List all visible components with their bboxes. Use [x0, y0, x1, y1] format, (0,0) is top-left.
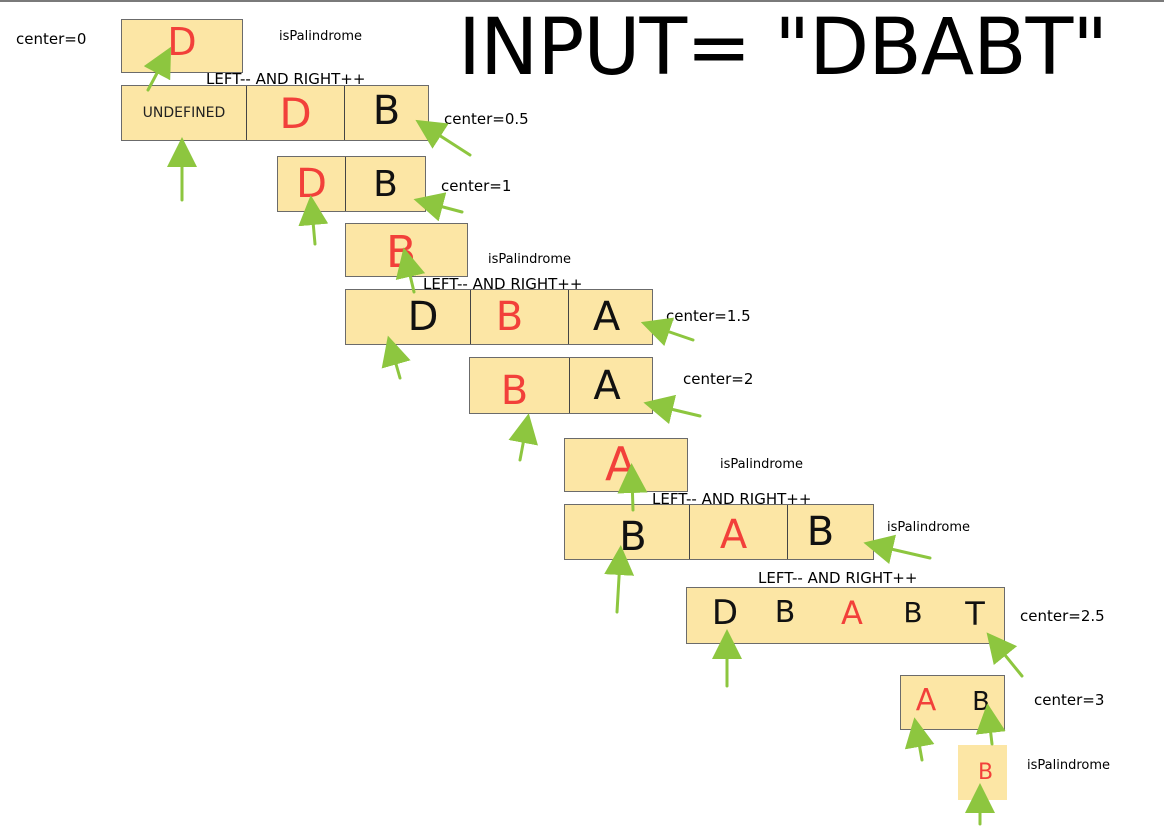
char-cell: D	[122, 20, 242, 72]
char-cell: A	[568, 290, 652, 344]
arrow-icon	[640, 317, 695, 347]
char-undefined: UNDEFINED	[142, 105, 226, 121]
arrow-icon	[298, 195, 329, 246]
label-center-2: center=2	[683, 370, 754, 388]
label-is-palindrome: isPalindrome	[1027, 758, 1110, 773]
box-center-2-5: D B A B T	[686, 587, 1005, 644]
char: B	[495, 294, 524, 340]
char: A	[915, 683, 937, 718]
arrow-icon	[415, 119, 472, 157]
char-cell: A	[834, 588, 870, 643]
char-cell: B	[470, 358, 569, 414]
label-center-1-5: center=1.5	[666, 307, 751, 325]
label-left-right: LEFT-- AND RIGHT++	[652, 490, 812, 508]
box-center-0-5: UNDEFINED D B	[121, 85, 429, 141]
char: D	[407, 294, 439, 340]
char-cell: T	[957, 588, 993, 643]
label-center-1: center=1	[441, 177, 512, 195]
arrow-icon	[395, 247, 426, 294]
char: B	[500, 367, 529, 414]
char-cell: B	[959, 746, 1008, 799]
label-is-palindrome: isPalindrome	[488, 252, 571, 267]
char: B	[774, 595, 796, 630]
box-center-0: D	[121, 19, 243, 73]
char-cell: A	[689, 505, 787, 559]
char: A	[593, 362, 621, 409]
label-is-palindrome: isPalindrome	[279, 29, 362, 44]
arrow-icon	[975, 703, 1006, 746]
char-cell: B	[345, 157, 425, 211]
arrow-icon	[986, 632, 1024, 678]
arrow-icon	[617, 463, 648, 512]
char: T	[965, 594, 985, 633]
label-is-palindrome: isPalindrome	[720, 457, 803, 472]
arrow-icon	[508, 413, 538, 462]
arrow-icon	[904, 717, 935, 762]
arrow-icon	[643, 394, 702, 425]
char-cell: D	[246, 86, 344, 140]
char-cell: B	[767, 588, 803, 643]
char: B	[373, 163, 398, 205]
arrow-icon	[604, 545, 635, 614]
label-center-2-5: center=2.5	[1020, 607, 1105, 625]
char: B	[806, 509, 835, 555]
label-left-right: LEFT-- AND RIGHT++	[758, 569, 918, 587]
label-left-right: LEFT-- AND RIGHT++	[206, 70, 366, 88]
char-cell: A	[906, 676, 946, 729]
char: B	[372, 88, 401, 134]
char-cell: B	[470, 290, 568, 344]
char-cell: B	[344, 86, 428, 140]
char: B	[977, 760, 994, 785]
label-left-right: LEFT-- AND RIGHT++	[423, 275, 583, 293]
char-cell: D	[346, 290, 470, 344]
char-cell: B	[787, 505, 873, 559]
char: A	[592, 294, 621, 340]
char: B	[903, 596, 923, 629]
arrow-icon	[413, 192, 464, 222]
box-bab: B A B	[564, 504, 874, 560]
char-cell: B	[895, 588, 931, 643]
char: D	[711, 592, 739, 633]
arrow-icon	[381, 335, 411, 380]
top-border	[0, 0, 1164, 2]
char-cell: UNDEFINED	[122, 86, 246, 140]
label-center-0-5: center=0.5	[444, 110, 529, 128]
label-center-0: center=0	[16, 30, 87, 48]
arrow-icon	[863, 534, 932, 564]
char: A	[719, 512, 748, 558]
char: D	[167, 20, 197, 64]
label-center-3: center=3	[1034, 691, 1105, 709]
arrow-icon	[143, 46, 172, 92]
input-title: INPUT= "DBABT"	[458, 3, 1108, 93]
char-cell: A	[569, 358, 652, 413]
box-center-2: B A	[469, 357, 653, 414]
char-cell: D	[707, 588, 743, 643]
label-is-palindrome: isPalindrome	[887, 520, 970, 535]
char: A	[841, 593, 863, 632]
char: D	[279, 88, 312, 138]
